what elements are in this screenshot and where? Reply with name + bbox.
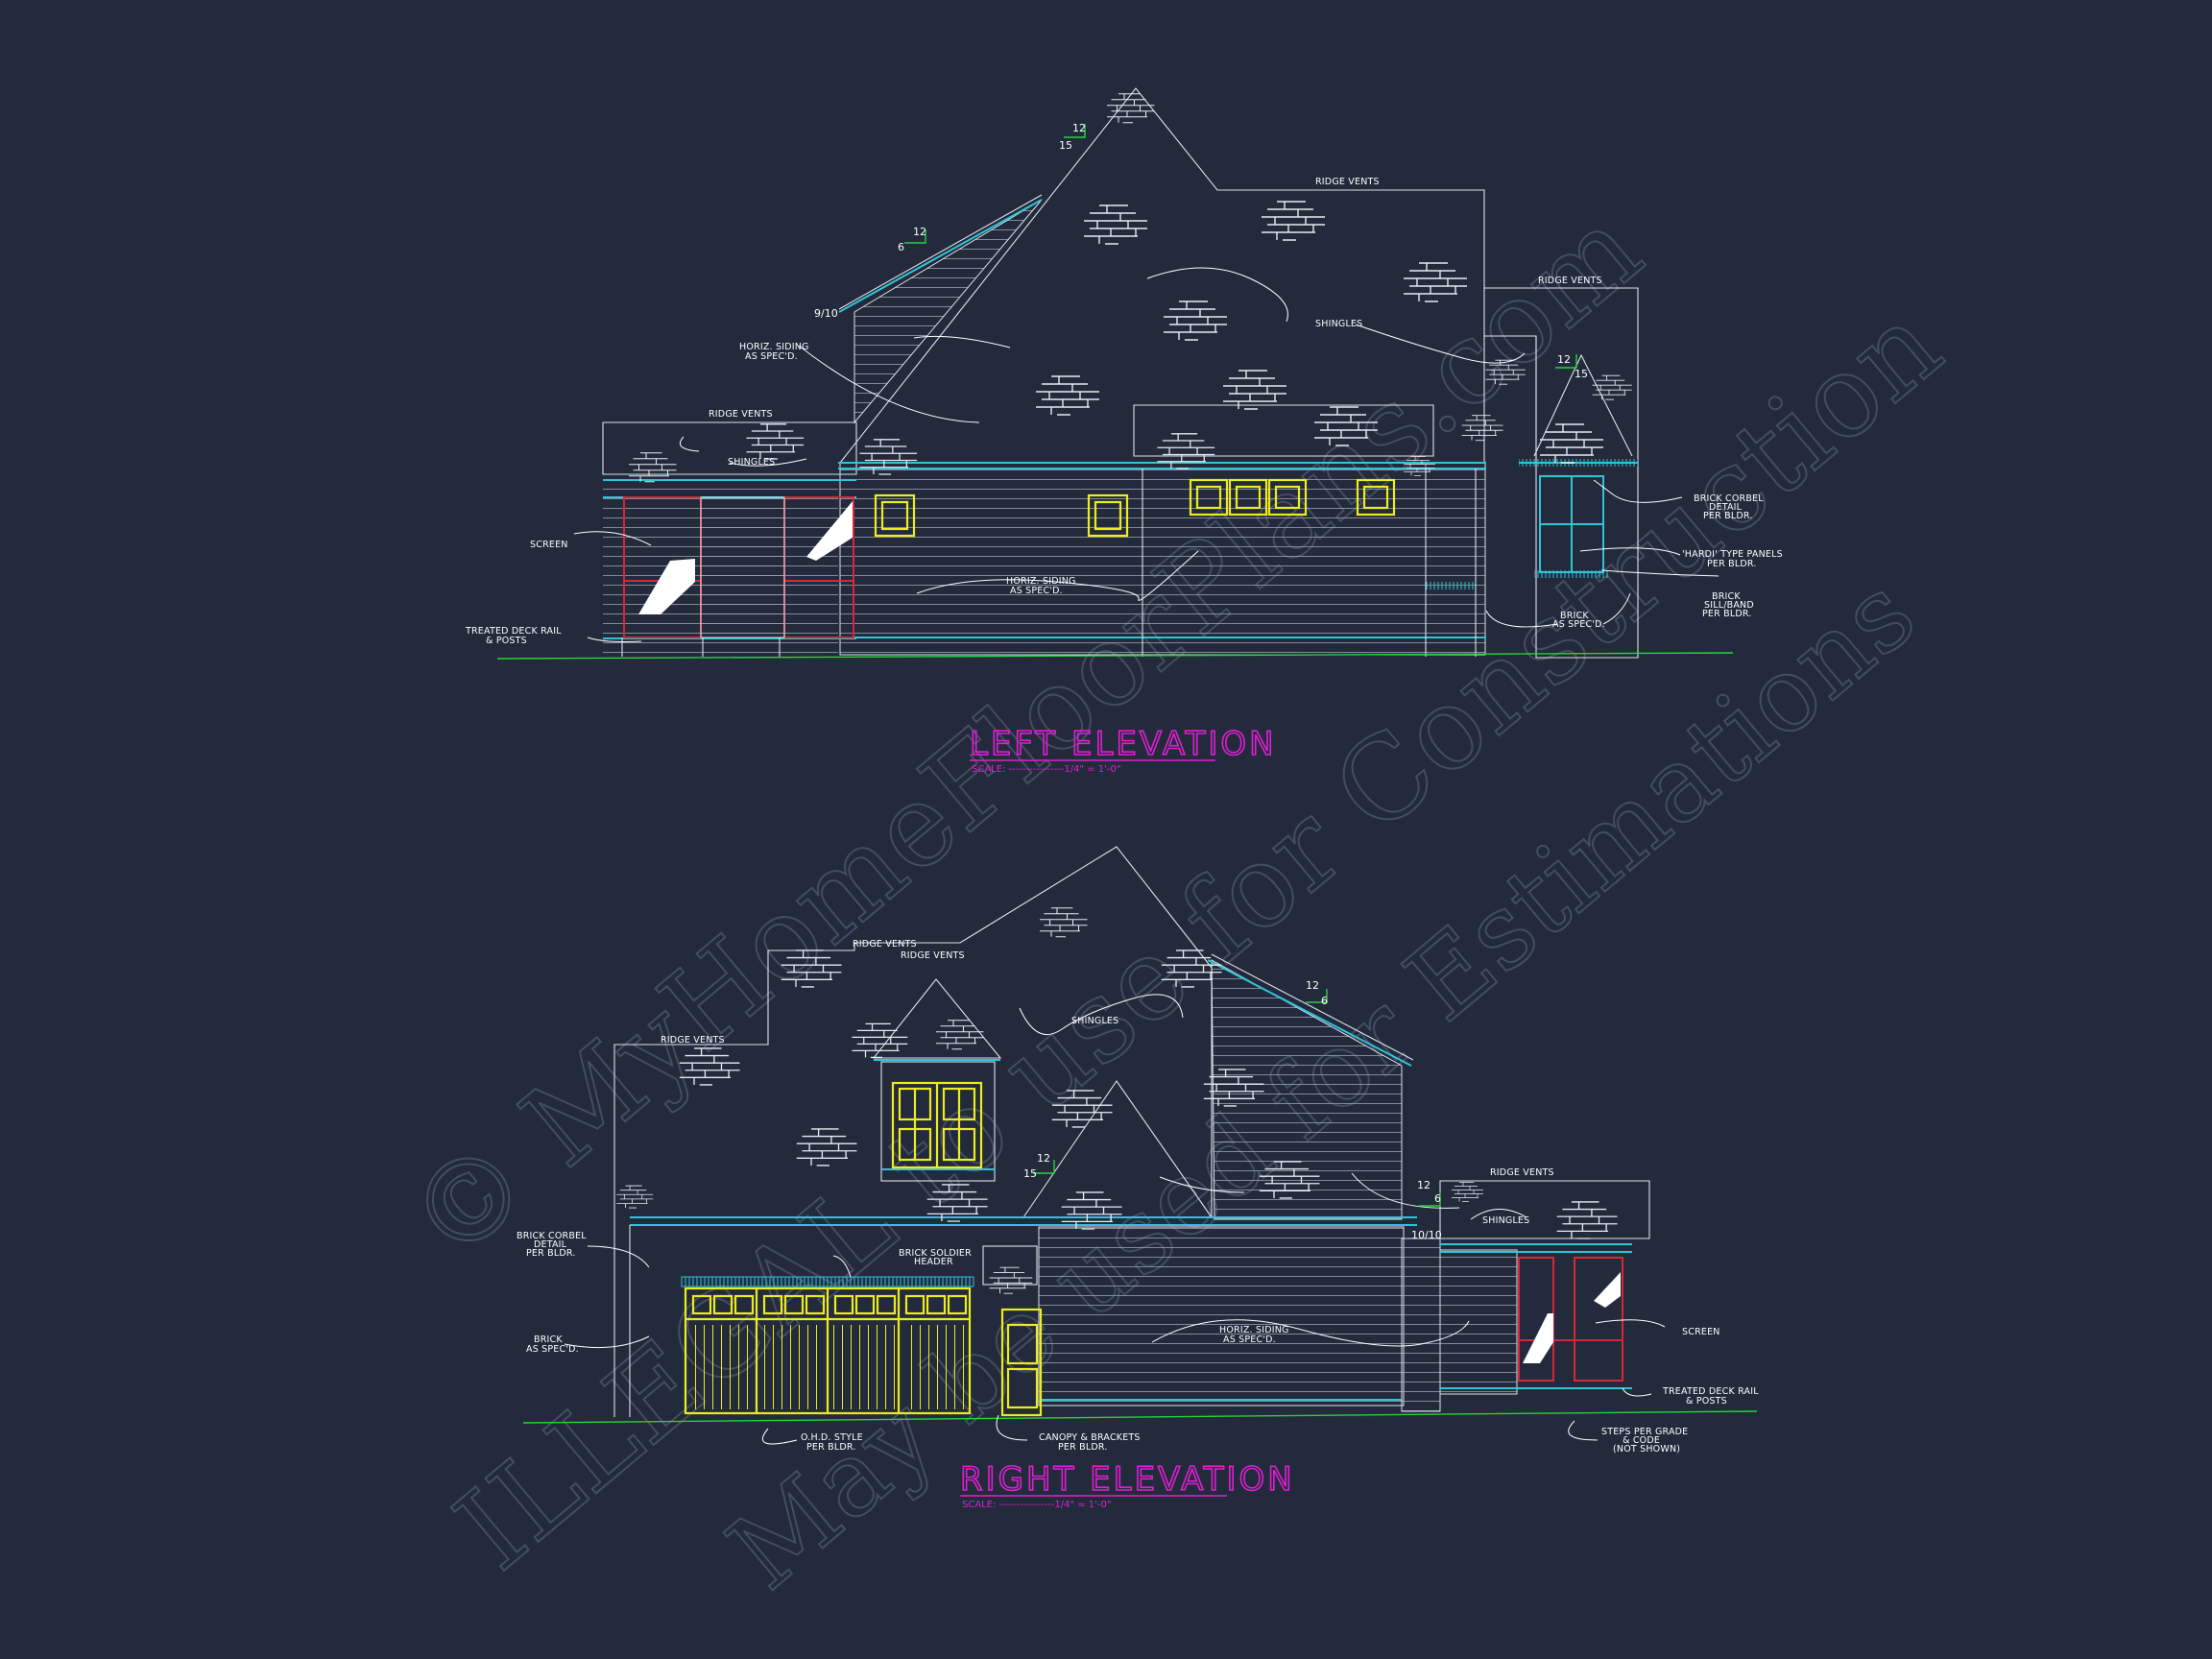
- left-elevation-title: LEFT ELEVATION: [970, 725, 1277, 763]
- svg-text:HEADER: HEADER: [914, 1257, 953, 1267]
- svg-text:& CODE: & CODE: [1623, 1435, 1660, 1446]
- svg-text:AS SPEC'D.: AS SPEC'D.: [1552, 619, 1605, 630]
- pitch-right-rise: 15: [1575, 368, 1588, 380]
- porch-fascia: [838, 199, 1043, 313]
- svg-text:AS SPEC'D.: AS SPEC'D.: [745, 351, 798, 362]
- note-screen: SCREEN: [1682, 1327, 1720, 1337]
- note-ridge-vents-right: RIDGE VENTS: [1538, 276, 1602, 286]
- overhang-note: 9/10: [814, 307, 838, 320]
- garage-doors: [684, 1286, 972, 1415]
- note-horiz-siding-upper: HORIZ. SIDING: [739, 342, 809, 352]
- pitch-low-run: 12: [1417, 1179, 1431, 1191]
- pitch-right-rise: 6: [1321, 995, 1328, 1007]
- note-ridge-vents-top-1: RIDGE VENTS: [853, 939, 917, 950]
- svg-text:PER BLDR.: PER BLDR.: [1702, 609, 1752, 619]
- pitch-porch-run: 12: [913, 226, 926, 238]
- right-elevation-notes: RIDGE VENTS RIDGE VENTS RIDGE VENTS RIDG…: [517, 939, 1759, 1455]
- svg-text:AS SPEC'D.: AS SPEC'D.: [1223, 1334, 1276, 1345]
- svg-text:& POSTS: & POSTS: [486, 636, 527, 646]
- note-brick-soldier: BRICK SOLDIER: [899, 1248, 972, 1259]
- svg-text:AS SPEC'D.: AS SPEC'D.: [526, 1344, 579, 1355]
- note-brick-sill: BRICK: [1712, 591, 1741, 602]
- grade-line: [496, 652, 1734, 660]
- left-elevation-scale: SCALE: ----------------1/4" = 1'-0": [972, 764, 1120, 775]
- note-horiz-siding-lower: HORIZ. SIDING: [1006, 576, 1076, 587]
- note-ridge-vents-left: RIDGE VENTS: [661, 1035, 725, 1046]
- right-elevation-scale: SCALE: ----------------1/4" = 1'-0": [962, 1500, 1111, 1510]
- left-elevation-drawing: 12 15 12 6 12 15 9/10 RIDGE VENTS RIDGE …: [465, 87, 1783, 775]
- screen-hatch-2: [806, 501, 853, 561]
- note-brick-corbel: BRICK CORBEL: [1694, 493, 1764, 504]
- note-canopy: CANOPY & BRACKETS: [1039, 1432, 1141, 1443]
- note-ridge-vents-left: RIDGE VENTS: [709, 409, 773, 420]
- dormer-window: [891, 1081, 983, 1169]
- upper-siding-gable: [854, 199, 1043, 424]
- note-deck-rail: TREATED DECK RAIL: [465, 626, 562, 637]
- pitch-center-rise: 15: [1023, 1167, 1037, 1180]
- pitch-porch-rise: 6: [898, 241, 904, 253]
- note-hardi-panels: 'HARDI' TYPE PANELS: [1682, 549, 1783, 560]
- note-ridge-vents-top: RIDGE VENTS: [1315, 177, 1380, 187]
- note-screen: SCREEN: [530, 540, 568, 550]
- pitch-right-run: 12: [1557, 353, 1571, 366]
- svg-text:SILL/BAND: SILL/BAND: [1704, 600, 1754, 611]
- right-elevation-drawing: 12 6 12 15 12 6 10/10 RIDGE VENTS RIDGE …: [517, 846, 1759, 1510]
- porch-roof: [1439, 1180, 1650, 1239]
- dormer-gable: [872, 978, 1002, 1059]
- pitch-center-run: 12: [1037, 1152, 1050, 1165]
- svg-text:PER BLDR.: PER BLDR.: [806, 1442, 856, 1453]
- note-ohd-style: O.H.D. STYLE: [801, 1432, 863, 1443]
- left-elevation-windows: [874, 478, 1396, 538]
- note-brick-corbel: BRICK CORBEL: [517, 1231, 587, 1241]
- upper-roof-outline: [613, 846, 1213, 1217]
- note-brick-spec: BRICK: [534, 1334, 563, 1345]
- pitch-main-run: 12: [1072, 122, 1086, 134]
- svg-text:PER BLDR.: PER BLDR.: [1058, 1442, 1108, 1453]
- svg-text:PER BLDR.: PER BLDR.: [1707, 559, 1757, 569]
- note-deck-rail: TREATED DECK RAIL: [1662, 1386, 1759, 1397]
- note-shingles-top: SHINGLES: [1071, 1016, 1118, 1026]
- note-ridge-vents-top-2: RIDGE VENTS: [901, 950, 965, 961]
- note-shingles-left: SHINGLES: [728, 457, 775, 468]
- grade-line: [522, 1410, 1758, 1424]
- note-ridge-vents-right: RIDGE VENTS: [1490, 1167, 1554, 1178]
- left-elevation-notes: RIDGE VENTS RIDGE VENTS RIDGE VENTS HORI…: [465, 177, 1783, 646]
- main-roof-outline: [839, 87, 1485, 464]
- overhang-note: 10/10: [1411, 1229, 1442, 1241]
- svg-text:AS SPEC'D.: AS SPEC'D.: [1010, 586, 1063, 596]
- screen-hatch-1: [638, 559, 695, 614]
- svg-text:& POSTS: & POSTS: [1686, 1396, 1727, 1407]
- center-shed-roof: [1133, 404, 1434, 457]
- right-elevation-title: RIGHT ELEVATION: [960, 1460, 1295, 1499]
- left-pitch-markers: 12 15 12 6 12 15 9/10: [814, 122, 1588, 380]
- svg-text:DETAIL: DETAIL: [534, 1239, 567, 1250]
- right-elevation-leaders: [564, 994, 1666, 1445]
- right-wing-gable: [1533, 353, 1633, 457]
- note-shingles-center: SHINGLES: [1315, 319, 1362, 329]
- note-shingles-right: SHINGLES: [1482, 1215, 1529, 1226]
- pitch-right-run: 12: [1306, 979, 1319, 992]
- main-wall-siding: [839, 462, 1486, 656]
- right-siding-gable: [1211, 959, 1403, 1220]
- note-horiz-siding: HORIZ. SIDING: [1219, 1325, 1289, 1335]
- left-elevation-leaders: [573, 267, 1719, 642]
- svg-text:PER BLDR.: PER BLDR.: [1703, 511, 1753, 521]
- svg-text:DETAIL: DETAIL: [1709, 502, 1743, 513]
- note-brick-spec: BRICK: [1560, 611, 1589, 621]
- pitch-low-rise: 6: [1434, 1192, 1441, 1205]
- right-pitch-markers: 12 6 12 15 12 6 10/10: [1023, 979, 1442, 1241]
- note-steps: STEPS PER GRADE: [1601, 1427, 1688, 1437]
- svg-text:(NOT SHOWN): (NOT SHOWN): [1613, 1444, 1680, 1455]
- svg-text:PER BLDR.: PER BLDR.: [526, 1248, 576, 1259]
- main-wall-siding: [1038, 1226, 1405, 1407]
- pitch-main-rise: 15: [1059, 139, 1072, 152]
